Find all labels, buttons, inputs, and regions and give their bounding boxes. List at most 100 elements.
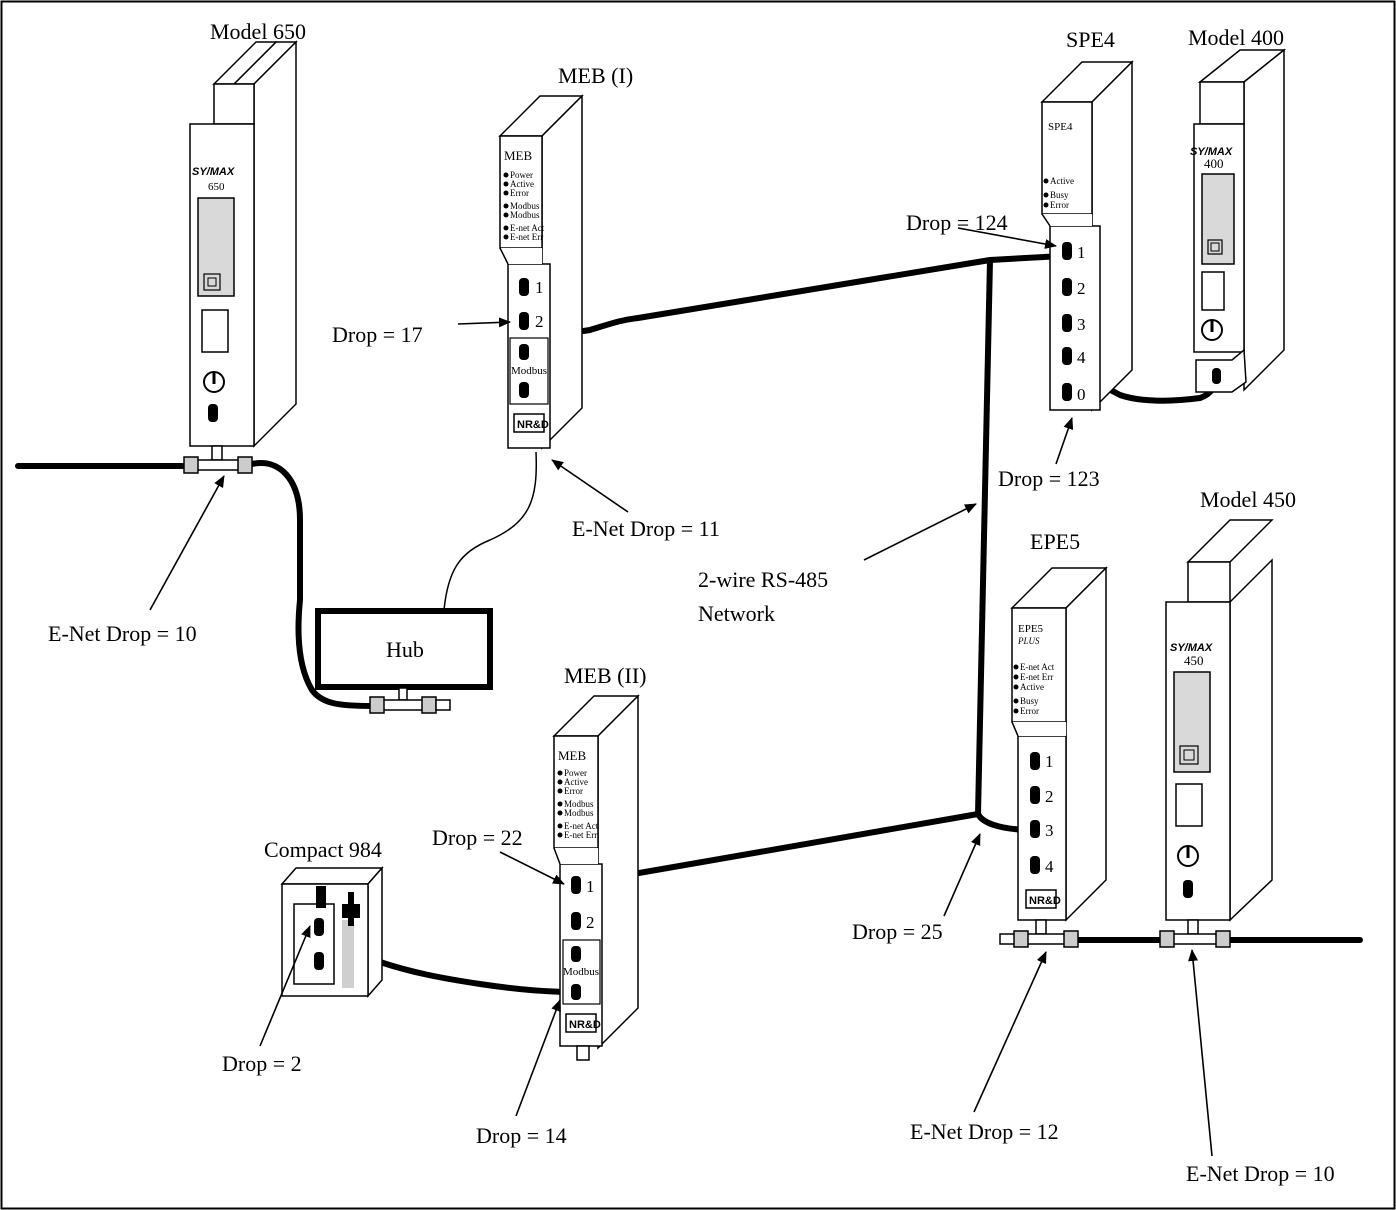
spe4-led-label: Error bbox=[1050, 200, 1069, 210]
model650-brand: SY/MAX bbox=[192, 166, 235, 178]
epe5-port-2-label: 2 bbox=[1045, 787, 1054, 806]
device-meb1: MEB (I) MEB PowerActiveErrorModbusModbus… bbox=[498, 63, 633, 450]
model450-key-icon bbox=[1179, 745, 1199, 765]
meb2-title: MEB (II) bbox=[564, 663, 646, 688]
meb2-led-indicator bbox=[557, 770, 563, 776]
meb2-led-label: E-net Err bbox=[564, 830, 597, 840]
model400-port-icon bbox=[1212, 368, 1221, 384]
model400-display bbox=[1201, 173, 1235, 265]
svg-text:NR&D: NR&D bbox=[1029, 895, 1061, 907]
epe5-face-label: EPE5 bbox=[1018, 623, 1044, 635]
model400-title: Model 400 bbox=[1188, 25, 1284, 50]
label-enet-drop-11: E-Net Drop = 11 bbox=[572, 516, 720, 541]
epe5-led-indicator bbox=[1013, 674, 1019, 680]
epe5-face-sublabel: PLUS bbox=[1017, 636, 1040, 646]
meb1-led-label: Modbus bbox=[510, 201, 540, 211]
meb2-led-indicator bbox=[557, 832, 563, 838]
meb1-led-label: Modbus bbox=[510, 210, 540, 220]
spe4-port-0-label: 0 bbox=[1077, 385, 1086, 404]
compact984-title: Compact 984 bbox=[264, 837, 382, 862]
meb2-modbus-label: Modbus bbox=[563, 966, 599, 978]
arrow-rs485 bbox=[863, 503, 977, 561]
label-enet-drop-12: E-Net Drop = 12 bbox=[910, 1119, 1059, 1144]
spe4-port-3-icon bbox=[1062, 314, 1072, 332]
arrow-drop-123 bbox=[1055, 417, 1074, 465]
model450-top-connector bbox=[1187, 561, 1231, 603]
device-model650: Model 650 SY/MAX 650 bbox=[183, 19, 306, 474]
meb2-led-indicator bbox=[557, 810, 563, 816]
arrow-enet-drop-10-right bbox=[1188, 949, 1213, 1157]
epe5-port-4-label: 4 bbox=[1045, 857, 1054, 876]
meb1-led-indicator bbox=[503, 181, 509, 187]
arrow-drop-25 bbox=[943, 833, 981, 917]
model450-slot bbox=[1175, 783, 1203, 827]
model450-brand: SY/MAX bbox=[1170, 642, 1213, 654]
epe5-led-label: E-net Err bbox=[1020, 672, 1053, 682]
model450-title: Model 450 bbox=[1200, 487, 1296, 512]
spe4-led-indicator bbox=[1043, 178, 1049, 184]
spe4-port-2-label: 2 bbox=[1077, 279, 1086, 298]
meb1-led-label: Error bbox=[510, 188, 529, 198]
meb2-port-2-icon bbox=[571, 912, 581, 930]
meb1-nrd-logo bbox=[513, 413, 545, 433]
spe4-port-4-label: 4 bbox=[1077, 348, 1086, 367]
hub-to-meb1-cable bbox=[443, 451, 538, 611]
device-model450: Model 450 SY/MAX 450 bbox=[1159, 487, 1296, 948]
model400-slot bbox=[1201, 271, 1225, 311]
epe5-port-2-icon bbox=[1030, 786, 1040, 804]
meb2-led-indicator bbox=[557, 788, 563, 794]
rs485-cable-to-meb2 bbox=[573, 811, 981, 887]
meb2-nrd-logo bbox=[565, 1013, 597, 1033]
label-drop-22: Drop = 22 bbox=[432, 825, 523, 850]
svg-text:NR&D: NR&D bbox=[517, 419, 549, 431]
enet-tap-450 bbox=[1169, 933, 1219, 945]
compact984-port-1-icon bbox=[314, 918, 324, 936]
epe5-led-label: Busy bbox=[1020, 696, 1039, 706]
meb2-led-indicator bbox=[557, 801, 563, 807]
arrow-drop-22 bbox=[499, 851, 565, 885]
meb1-led-indicator bbox=[503, 234, 509, 240]
svg-text:NR&D: NR&D bbox=[569, 1019, 601, 1031]
label-drop-2: Drop = 2 bbox=[222, 1051, 302, 1076]
spe4-port-4-icon bbox=[1062, 347, 1072, 365]
epe5-led-indicator bbox=[1013, 684, 1019, 690]
epe5-port-4-icon bbox=[1030, 856, 1040, 874]
model650-slot bbox=[201, 309, 229, 353]
spe4-led-label: Active bbox=[1050, 176, 1074, 186]
model450-port-icon bbox=[1183, 880, 1193, 898]
epe5-led-indicator bbox=[1013, 708, 1019, 714]
arrow-enet-drop-11 bbox=[551, 459, 629, 513]
spe4-led-panel bbox=[1041, 101, 1093, 215]
meb1-led-indicator bbox=[503, 172, 509, 178]
epe5-led-label: Active bbox=[1020, 682, 1044, 692]
model650-port-icon bbox=[208, 404, 218, 422]
model400-key-icon bbox=[1207, 239, 1223, 255]
meb2-port-1-icon bbox=[571, 876, 581, 894]
label-drop-123: Drop = 123 bbox=[998, 466, 1100, 491]
meb2-led-label: Active bbox=[564, 777, 588, 787]
model400-port-module bbox=[1195, 348, 1247, 393]
device-model400: Model 400 SY/MAX 400 bbox=[1188, 25, 1287, 393]
hub-label: Hub bbox=[386, 637, 424, 662]
arrow-enet-drop-12 bbox=[973, 951, 1047, 1113]
label-drop-25: Drop = 25 bbox=[852, 919, 943, 944]
annotations: Drop = 124 Drop = 17 Drop = 123 E-Net Dr… bbox=[48, 210, 1335, 1186]
enet-tap-epe5 bbox=[999, 933, 1075, 945]
meb2-led-label: Error bbox=[564, 786, 583, 796]
compact984-port-panel bbox=[293, 903, 335, 985]
meb2-led-label: Power bbox=[564, 768, 587, 778]
device-compact984: Compact 984 bbox=[264, 837, 384, 998]
label-rs485: 2-wire RS-485 bbox=[698, 567, 828, 592]
epe5-led-indicator bbox=[1013, 664, 1019, 670]
rs485-cable-meb1-to-spe4 bbox=[521, 253, 1065, 335]
label-drop-14: Drop = 14 bbox=[476, 1123, 567, 1148]
meb1-title: MEB (I) bbox=[558, 63, 633, 88]
label-drop-124: Drop = 124 bbox=[906, 210, 1008, 235]
epe5-led-panel bbox=[1011, 607, 1067, 723]
enet-cable-650-to-hub bbox=[249, 460, 375, 709]
epe5-port-3-label: 3 bbox=[1045, 821, 1054, 840]
